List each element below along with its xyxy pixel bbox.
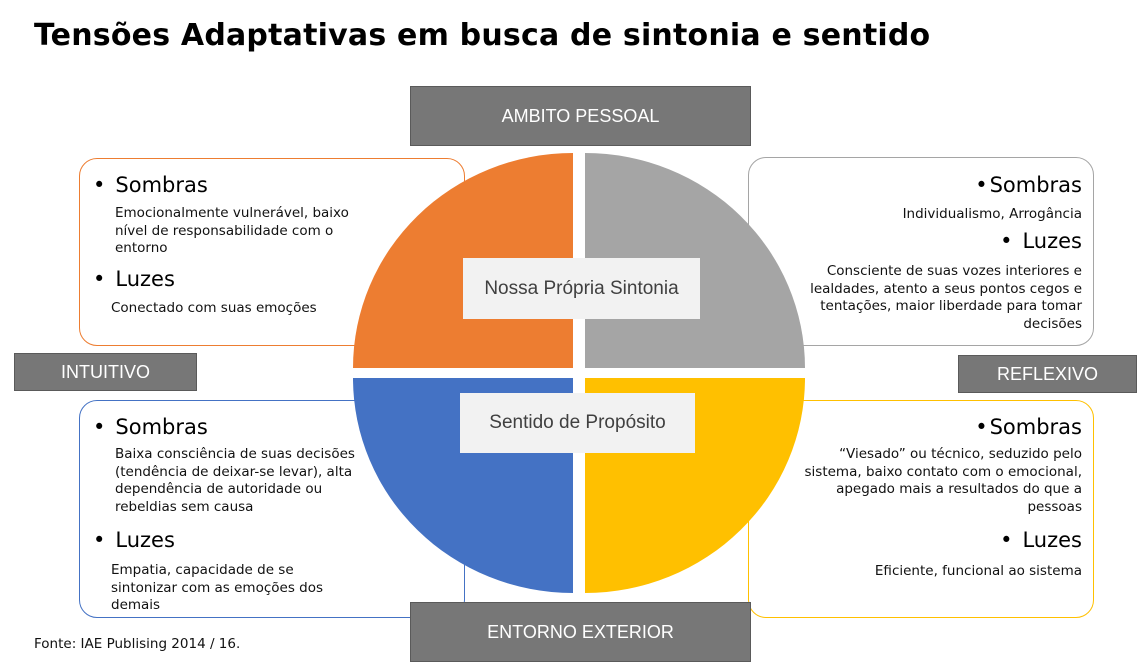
tl-sombras-heading: • Sombras: [93, 173, 208, 197]
tr-sombras-text: Individualismo, Arrogância: [902, 206, 1082, 222]
bullet-icon: •: [975, 415, 988, 439]
tr-sombras-label: Sombras: [989, 173, 1082, 197]
bl-sombras-heading: • Sombras: [93, 415, 208, 439]
center-label-bottom: Sentido de Propósito: [460, 393, 695, 453]
page-title: Tensões Adaptativas em busca de sintonia…: [34, 18, 931, 53]
br-luzes-heading: • Luzes: [1000, 528, 1082, 552]
tl-sombras-label: Sombras: [115, 173, 208, 197]
axis-label-right: REFLEXIVO: [958, 355, 1137, 393]
tr-luzes-text: Consciente de suas vozes interiores e le…: [810, 263, 1082, 332]
bl-sombras-text: Baixa consciência de suas decisões (tend…: [115, 446, 355, 515]
bullet-icon: •: [1000, 528, 1013, 552]
tl-luzes-heading: • Luzes: [93, 267, 175, 291]
quadrant-box-bottom-right: [748, 400, 1094, 618]
bullet-icon: •: [93, 267, 106, 291]
bullet-icon: •: [93, 415, 106, 439]
axis-label-left: INTUITIVO: [14, 353, 197, 391]
br-sombras-text: “Viesado” ou técnico, seduzido pelo sist…: [804, 446, 1082, 515]
bl-luzes-label: Luzes: [115, 528, 175, 552]
bl-luzes-heading: • Luzes: [93, 528, 175, 552]
bl-sombras-label: Sombras: [115, 415, 208, 439]
axis-label-bottom: ENTORNO EXTERIOR: [410, 602, 751, 662]
tl-luzes-label: Luzes: [115, 267, 175, 291]
bullet-icon: •: [93, 528, 106, 552]
tr-sombras-heading: •Sombras: [975, 173, 1082, 197]
tl-luzes-text: Conectado com suas emoções: [111, 300, 317, 316]
br-luzes-text: Eficiente, funcional ao sistema: [874, 563, 1082, 579]
tr-luzes-heading: • Luzes: [1000, 229, 1082, 253]
bullet-icon: •: [975, 173, 988, 197]
br-sombras-label: Sombras: [989, 415, 1082, 439]
source-note: Fonte: IAE Publising 2014 / 16.: [34, 636, 241, 652]
tl-sombras-text: Emocionalmente vulnerável, baixo nível d…: [115, 205, 349, 256]
bl-luzes-text: Empatia, capacidade de se sintonizar com…: [111, 562, 324, 613]
quadrant-circle: [353, 153, 805, 593]
bullet-icon: •: [93, 173, 106, 197]
br-sombras-heading: •Sombras: [975, 415, 1082, 439]
quadrant-box-top-right: [748, 157, 1094, 346]
tr-luzes-label: Luzes: [1022, 229, 1082, 253]
axis-label-top: AMBITO PESSOAL: [410, 86, 751, 146]
bullet-icon: •: [1000, 229, 1013, 253]
center-label-top: Nossa Própria Sintonia: [463, 258, 700, 319]
br-luzes-label: Luzes: [1022, 528, 1082, 552]
